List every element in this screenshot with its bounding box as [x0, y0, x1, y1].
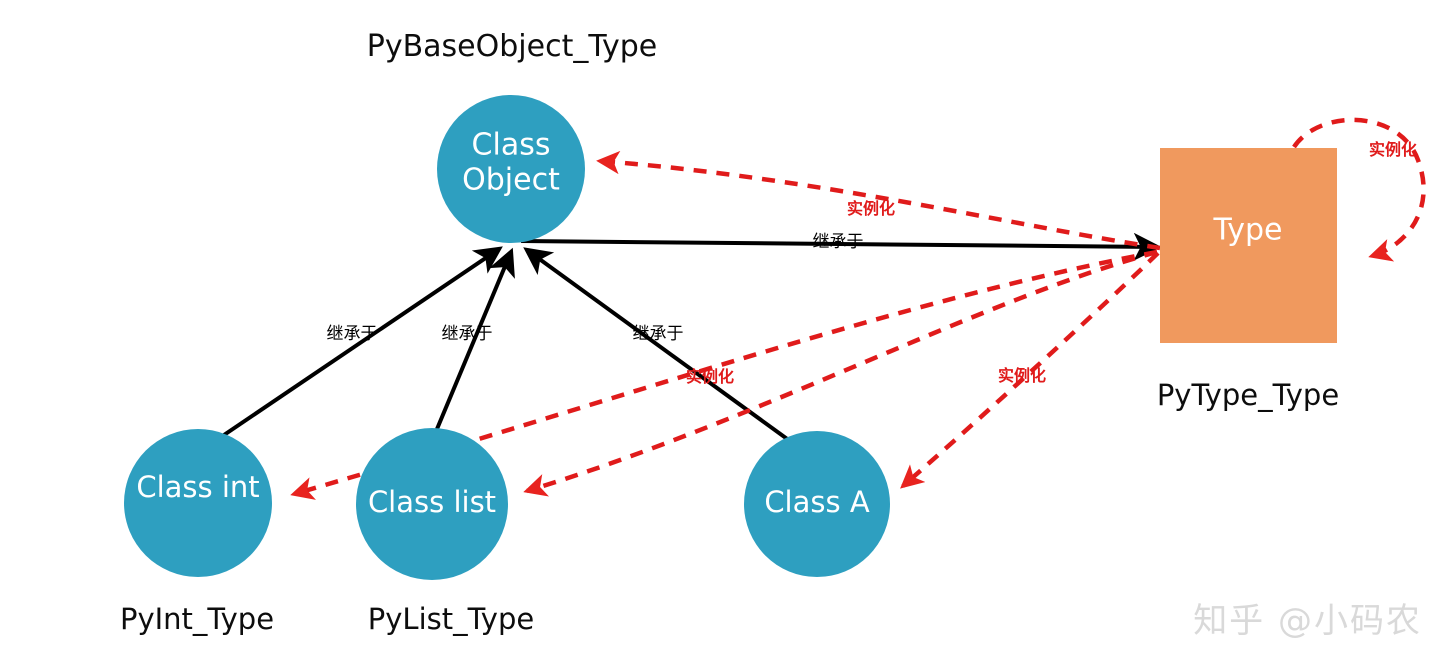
- node-class-a[interactable]: Class A: [744, 431, 890, 577]
- edge-labels: 继承于 继承于 继承于 继承于 实例化 实例化 实例化 实例化: [327, 140, 1418, 386]
- edge-type-to-object: [596, 150, 1161, 251]
- type-rectangle[interactable]: [1160, 148, 1337, 343]
- caption-pyint-type: PyInt_Type: [120, 602, 274, 636]
- edge-label-int-object: 继承于: [327, 324, 378, 344]
- node-type[interactable]: Type: [1160, 148, 1337, 343]
- node-captions: PyBaseObject_Type PyInt_Type PyList_Type…: [120, 29, 1339, 636]
- edge-label-object-type: 继承于: [813, 232, 864, 252]
- class-int-circle[interactable]: [124, 429, 272, 577]
- class-list-circle[interactable]: [356, 428, 508, 580]
- edge-label-type-object: 实例化: [847, 199, 895, 218]
- caption-pybaseobject-type: PyBaseObject_Type: [367, 29, 658, 64]
- edge-label-list-object: 继承于: [442, 324, 493, 344]
- class-a-circle[interactable]: [744, 431, 890, 577]
- edge-type-to-type-self-loop: [1292, 117, 1426, 262]
- edge-label-a-object: 继承于: [633, 324, 684, 344]
- edge-type-to-list: [523, 249, 1158, 497]
- instantiation-edges: [290, 117, 1426, 500]
- edge-label-type-a: 实例化: [1369, 140, 1417, 159]
- node-class-int[interactable]: Class int: [124, 429, 272, 577]
- node-class-object[interactable]: Class Object: [437, 95, 585, 243]
- edge-list-to-object: [435, 247, 515, 430]
- edge-label-type-list: 实例化: [998, 366, 1046, 385]
- caption-pylist-type: PyList_Type: [368, 602, 534, 636]
- caption-pytype-type: PyType_Type: [1157, 378, 1339, 412]
- edge-type-to-int: [290, 249, 1158, 500]
- node-class-list[interactable]: Class list: [356, 428, 508, 580]
- edge-type-to-a: [900, 251, 1160, 489]
- watermark: 知乎 @小码农: [1193, 601, 1422, 641]
- edge-label-type-int: 实例化: [686, 367, 734, 386]
- edge-object-to-type: [520, 232, 1162, 261]
- class-object-circle[interactable]: [437, 95, 585, 243]
- edge-int-to-object: [219, 246, 503, 439]
- edge-a-to-object: [523, 247, 792, 443]
